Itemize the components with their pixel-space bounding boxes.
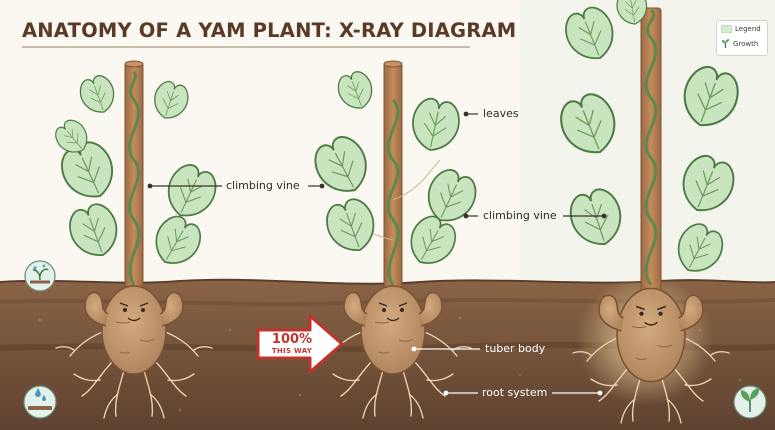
water-drop-icon — [24, 386, 56, 418]
legend-title: Legend — [735, 25, 761, 33]
callout-percent: 100% — [262, 333, 322, 346]
legend-swatch — [721, 25, 732, 33]
seedling-icon — [734, 386, 766, 418]
page-title: ANATOMY OF A YAM PLANT: X-RAY DIAGRAM — [22, 19, 516, 42]
label-tuber-body: tuber body — [485, 342, 545, 355]
label-climbing-vine-left: climbing vine — [226, 179, 300, 192]
legend-title-row: Legend — [721, 25, 761, 33]
label-climbing-vine-right: climbing vine — [483, 209, 557, 222]
sprout-icon — [25, 261, 55, 291]
label-root-system: root system — [482, 386, 547, 399]
growth-icon — [721, 39, 730, 48]
callout-text: 100% THIS WAY — [262, 333, 322, 355]
callout-subtext: THIS WAY — [262, 348, 322, 355]
legend-growth-row: Growth — [721, 39, 758, 48]
title-underline — [22, 46, 470, 48]
legend-box: Legend Growth — [716, 20, 768, 56]
label-leaves: leaves — [483, 107, 519, 120]
legend-growth-label: Growth — [733, 40, 758, 48]
